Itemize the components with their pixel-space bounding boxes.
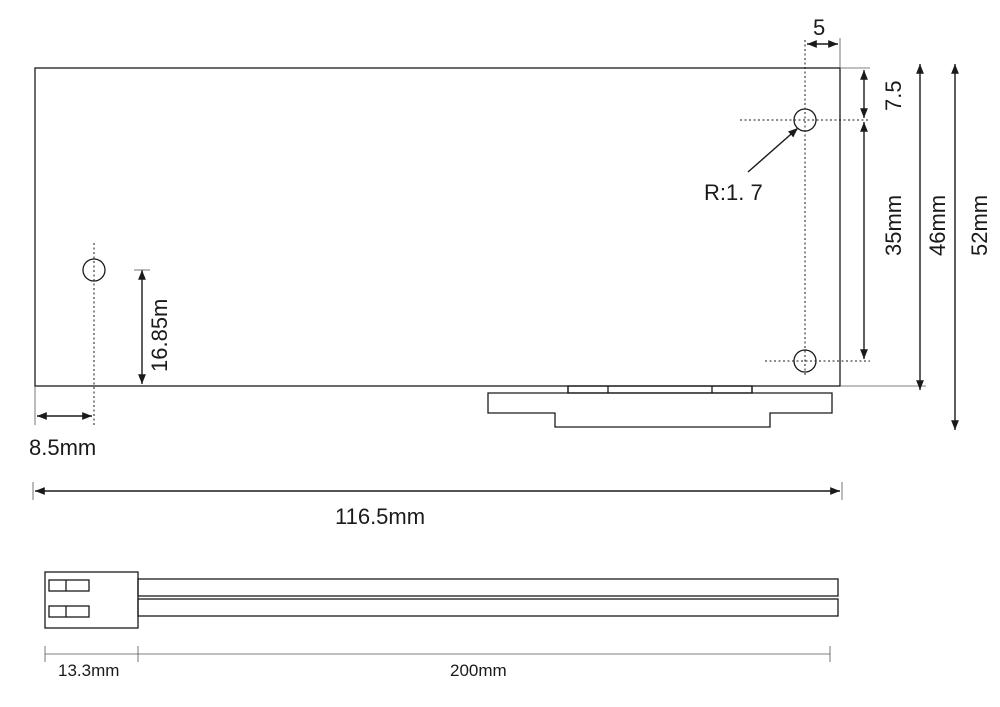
dim-left-hole-height [134,269,150,384]
board-edge-connector [487,385,833,428]
hole-radius-label: R:1. 7 [704,180,763,205]
cable-wires [137,578,839,617]
connector-housing [44,571,139,629]
total-length-label: 116.5mm [335,504,425,529]
board-outline [34,67,841,387]
dim-hole-offset-top [840,67,870,118]
dim-cable [44,646,831,662]
cable-length-label: 200mm [450,661,507,680]
hole-spacing-label: 35mm [881,195,906,256]
dim-height-body [840,64,926,390]
left-hole-height-label: 16.85m [147,299,172,372]
dim-total-length [32,482,843,500]
center-lines [93,40,870,425]
hole-offset-top-label: 7.5 [881,80,906,111]
dim-left-hole-offset [34,386,92,425]
dim-edge-offset-top [807,38,841,68]
connector-length-label: 13.3mm [58,661,119,680]
height-body-label: 46mm [925,195,950,256]
height-total-label: 52mm [967,195,992,256]
radius-leader-arrow [747,127,799,173]
left-hole-offset-label: 8.5mm [29,435,96,460]
edge-offset-top-label: 5 [813,15,825,40]
